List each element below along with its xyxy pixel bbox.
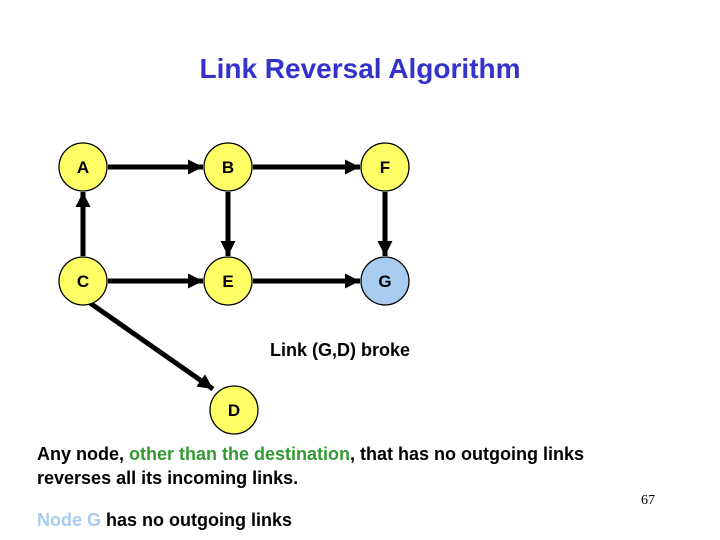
rule-part4: reverses all its incoming links. bbox=[37, 468, 299, 488]
node-circle-F bbox=[360, 142, 410, 192]
node-C: C bbox=[58, 256, 108, 306]
node-F: F bbox=[360, 142, 410, 192]
rule-part2-green: other than the destination bbox=[129, 444, 351, 464]
node-circle-D bbox=[209, 385, 259, 435]
node-G: G bbox=[360, 256, 410, 306]
note-node-g: Node G bbox=[37, 510, 102, 530]
note-rest: has no outgoing links bbox=[101, 510, 293, 530]
rule-text: Any node, other than the destination, th… bbox=[37, 442, 697, 490]
node-A: A bbox=[58, 142, 108, 192]
rule-part1: Any node, bbox=[37, 444, 130, 464]
node-circle-B bbox=[203, 142, 253, 192]
node-label-G: G bbox=[378, 272, 391, 291]
node-label-D: D bbox=[228, 401, 240, 420]
node-B: B bbox=[203, 142, 253, 192]
rule-part3: , that has no outgoing links bbox=[350, 444, 585, 464]
node-circle-C bbox=[58, 256, 108, 306]
node-E: E bbox=[203, 256, 253, 306]
note-text: Node G has no outgoing links bbox=[37, 510, 292, 531]
node-circle-G bbox=[360, 256, 410, 306]
slide-title: Link Reversal Algorithm bbox=[199, 53, 521, 84]
node-label-C: C bbox=[77, 272, 89, 291]
page-number: 67 bbox=[641, 493, 655, 508]
node-circle-E bbox=[203, 256, 253, 306]
edge-C-D bbox=[88, 300, 215, 392]
edge-layer bbox=[75, 159, 393, 392]
node-label-A: A bbox=[77, 158, 89, 177]
node-label-E: E bbox=[222, 272, 233, 291]
node-D: D bbox=[209, 385, 259, 435]
annotation-link-broke: Link (G,D) broke bbox=[270, 340, 411, 360]
node-layer: A B F C E G D bbox=[58, 142, 410, 435]
node-circle-A bbox=[58, 142, 108, 192]
node-label-B: B bbox=[222, 158, 234, 177]
node-label-F: F bbox=[380, 158, 390, 177]
